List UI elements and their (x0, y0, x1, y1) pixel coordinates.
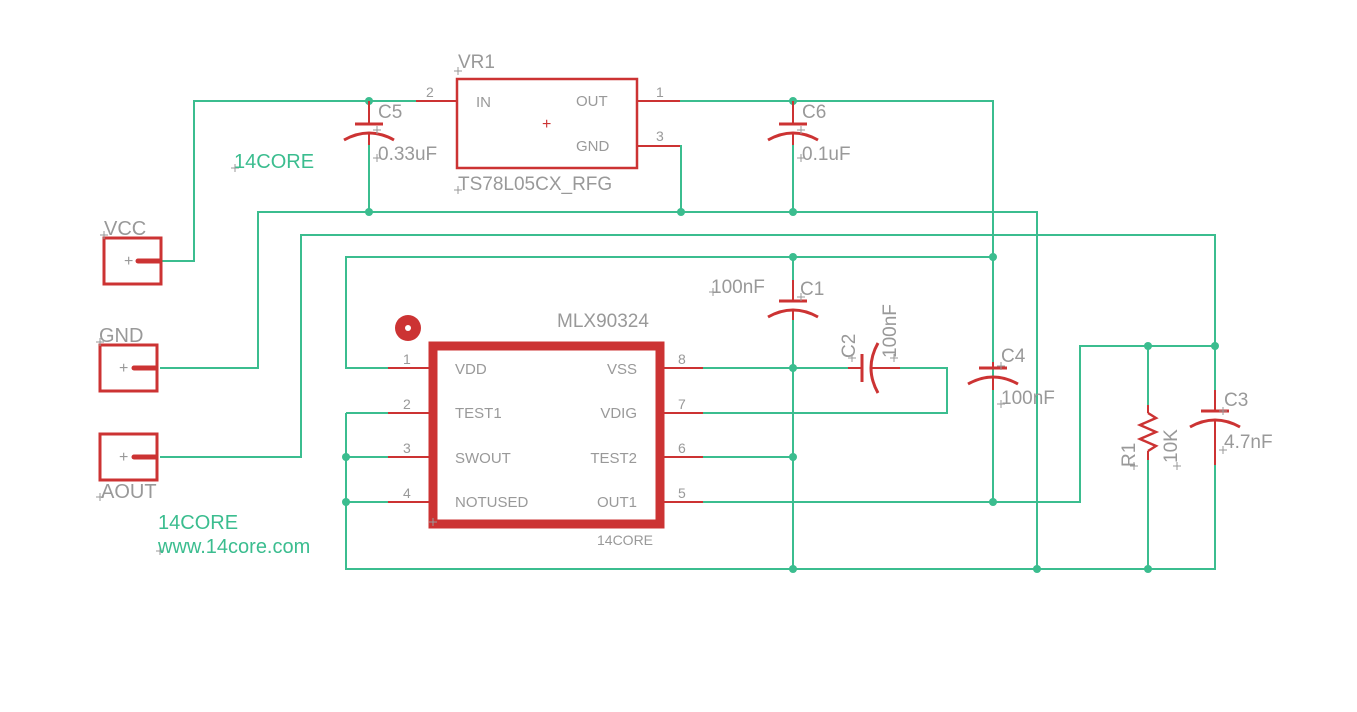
part-name: C1 (800, 279, 824, 300)
capacitor-c6: C6 0.1uF (767, 101, 851, 165)
connector-aout: + AOUT (98, 432, 159, 503)
junction (365, 208, 373, 216)
junction (1144, 342, 1152, 350)
pin-name: SWOUT (455, 450, 511, 467)
pin-name: VSS (607, 361, 637, 378)
brand-url: www.14core.com (157, 536, 310, 558)
capacitor-c1: C1 100nF (711, 277, 824, 320)
part-name: C3 (1224, 390, 1248, 411)
pin-number: 8 (678, 351, 686, 367)
pin-number: 2 (403, 396, 411, 412)
pin-number: 6 (678, 440, 686, 456)
wire-vdd (345, 256, 993, 369)
pin-number: 1 (403, 351, 411, 367)
wire-aout (160, 234, 1216, 458)
connector-label: AOUT (101, 481, 157, 503)
svg-text:+: + (119, 360, 128, 377)
part-name: R1 (1119, 443, 1140, 467)
junction (1033, 565, 1041, 573)
connector-vcc: + VCC (102, 218, 163, 286)
part-value: 100nF (880, 304, 901, 358)
capacitor-c4: C4 100nF (967, 346, 1055, 409)
regulator-vr1: + IN OUT GND 2 1 3 VR1 TS78L05CX_RFG (416, 52, 680, 195)
svg-text:+: + (124, 253, 133, 270)
part-value: 10K (1161, 429, 1182, 463)
junction (677, 208, 685, 216)
junction (789, 364, 797, 372)
wire-gnd (160, 211, 1216, 570)
junction (789, 565, 797, 573)
pin-number: 5 (678, 485, 686, 501)
connector-label: GND (99, 325, 143, 347)
brand-label-top: 14CORE (234, 151, 314, 173)
capacitor-c5: C5 0.33uF (343, 101, 437, 165)
part-value: 100nF (711, 277, 765, 298)
wire-bottom-bus (345, 413, 1037, 570)
part-name: VR1 (458, 52, 495, 73)
svg-text:+: + (542, 116, 551, 133)
wire-out1 (700, 345, 1215, 503)
origin-markers (96, 67, 1227, 555)
junction (1144, 565, 1152, 573)
pin-name: TEST2 (590, 450, 637, 467)
pin-name: IN (476, 94, 491, 111)
wire-vr-gnd (640, 145, 682, 212)
capacitor-c2: C2 100nF (839, 304, 901, 394)
capacitor-c3: C3 4.7nF (1189, 390, 1273, 465)
pin-name: OUT (576, 93, 608, 110)
part-name: C6 (802, 102, 826, 123)
pin-name: VDD (455, 361, 487, 378)
junction (789, 253, 797, 261)
junction (789, 208, 797, 216)
junction (789, 453, 797, 461)
pin-name: GND (576, 138, 610, 155)
resistor-r1: R1 10K (1119, 405, 1182, 467)
connector-label: VCC (104, 218, 146, 240)
svg-text:+: + (119, 449, 128, 466)
pin-name: OUT1 (597, 494, 637, 511)
pin-number: 2 (426, 84, 434, 100)
wires (160, 100, 1216, 570)
pin-name: NOTUSED (455, 494, 529, 511)
junction (342, 453, 350, 461)
pin-name: TEST1 (455, 405, 502, 422)
pin-number: 3 (403, 440, 411, 456)
part-value: 4.7nF (1224, 432, 1273, 453)
junction (989, 498, 997, 506)
part-value: 0.1uF (802, 144, 851, 165)
part-name: C5 (378, 102, 402, 123)
junction (989, 253, 997, 261)
part-value: TS78L05CX_RFG (458, 174, 612, 195)
part-value: 0.33uF (378, 144, 437, 165)
pin-name: VDIG (600, 405, 637, 422)
ic-mlx90324: VDD TEST1 SWOUT NOTUSED 1 2 3 4 VSS VDIG… (388, 311, 703, 548)
wire-vcc (162, 100, 435, 262)
pin-number: 4 (403, 485, 411, 501)
part-name: C2 (839, 334, 860, 358)
connector-gnd: + GND (98, 325, 159, 393)
part-value: 100nF (1001, 388, 1055, 409)
part-name: MLX90324 (557, 311, 649, 332)
pin-number: 3 (656, 128, 664, 144)
brand-label-bottom: 14CORE (158, 512, 238, 534)
pin-number: 1 (656, 84, 664, 100)
part-name: C4 (1001, 346, 1026, 367)
junction (342, 498, 350, 506)
wire-vdig (700, 367, 948, 414)
pin-number: 7 (678, 396, 686, 412)
junction (1211, 342, 1219, 350)
ic-footer-label: 14CORE (597, 532, 653, 548)
